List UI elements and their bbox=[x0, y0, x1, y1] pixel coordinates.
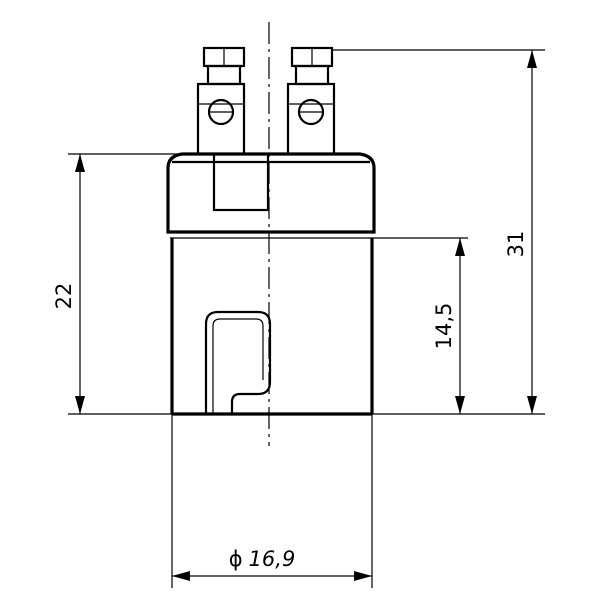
arrow-up bbox=[455, 238, 465, 256]
dimension-lower-height: 14,5 bbox=[372, 237, 468, 415]
arrow-up bbox=[527, 50, 537, 68]
upper-housing-outline bbox=[166, 152, 376, 234]
terminal-left-body bbox=[196, 82, 246, 156]
arrow-down bbox=[75, 396, 85, 414]
diameter-symbol: ϕ bbox=[229, 547, 243, 571]
terminal-left-screw-neck bbox=[206, 64, 242, 86]
dimension-overall-height: 31 bbox=[332, 49, 545, 415]
terminal-left bbox=[196, 46, 246, 156]
terminal-right-screw-neck bbox=[294, 64, 330, 86]
lower-housing bbox=[170, 238, 374, 416]
terminal-right-body bbox=[286, 82, 336, 156]
terminal-right bbox=[286, 46, 336, 156]
arrow-down bbox=[527, 396, 537, 414]
upper-housing bbox=[166, 152, 376, 239]
arrow-right bbox=[354, 571, 372, 581]
dimension-label-31: 31 bbox=[504, 231, 528, 258]
dimension-label-22: 22 bbox=[52, 283, 76, 310]
arrow-down bbox=[455, 396, 465, 414]
diameter-value: 16,9 bbox=[249, 547, 296, 571]
dimension-label-14-5: 14,5 bbox=[432, 303, 456, 350]
bayonet-slot bbox=[204, 310, 272, 414]
arrow-left bbox=[172, 571, 190, 581]
upper-housing-window bbox=[212, 152, 270, 212]
arrow-up bbox=[75, 154, 85, 172]
dimension-body-height: 22 bbox=[52, 153, 178, 415]
